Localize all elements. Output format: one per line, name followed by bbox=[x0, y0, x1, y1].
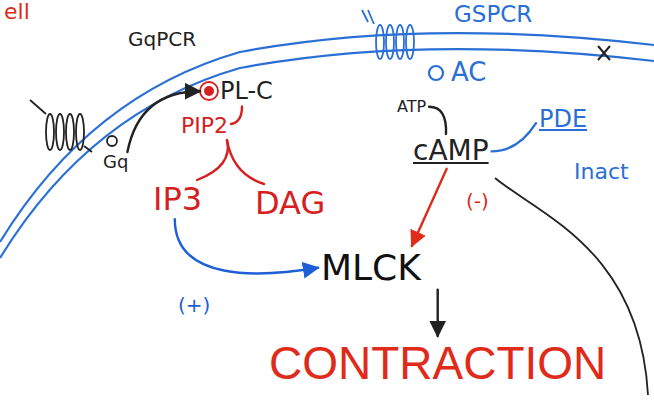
reaction-line bbox=[492, 123, 536, 151]
node-text: PIP2 bbox=[181, 114, 228, 138]
protein-label: Gq bbox=[100, 150, 131, 174]
signal-arrow bbox=[175, 219, 318, 273]
membrane-inner bbox=[0, 49, 654, 258]
reaction-line bbox=[231, 106, 242, 124]
lipid-label: PIP2 bbox=[178, 112, 231, 140]
enzyme-label: PL-C bbox=[200, 76, 276, 106]
messenger-label: IP3 bbox=[150, 180, 205, 219]
effect-sign: (-) bbox=[464, 190, 491, 212]
node-text: CONTRACTION bbox=[269, 338, 606, 389]
node-text: AC bbox=[451, 58, 486, 87]
node-text: PL-C bbox=[220, 78, 273, 104]
signal-arrow bbox=[412, 169, 447, 246]
node-text: Gq bbox=[103, 152, 128, 172]
node-text: PDE bbox=[539, 106, 587, 132]
gq-receptor-coil bbox=[30, 100, 92, 152]
state-label: Inact bbox=[572, 160, 631, 184]
messenger-label: DAG bbox=[252, 184, 328, 223]
reaction-line bbox=[197, 140, 228, 180]
node-text: ATP bbox=[397, 98, 426, 116]
node-text: IP3 bbox=[153, 182, 202, 217]
gs-receptor-coil bbox=[362, 10, 414, 59]
cross-mark bbox=[598, 46, 610, 60]
signal-arrow bbox=[437, 290, 439, 336]
plc-dot bbox=[204, 86, 214, 96]
g-protein bbox=[107, 136, 117, 146]
reaction-line bbox=[429, 107, 446, 134]
reaction-line bbox=[227, 140, 264, 184]
cut-title: ell bbox=[2, 0, 32, 24]
substrate-label: ATP bbox=[394, 96, 429, 118]
enzyme-label: AC bbox=[448, 56, 489, 89]
ac-enzyme bbox=[429, 66, 443, 80]
effect-sign: (+) bbox=[176, 294, 212, 316]
receptor-label: GqPCR bbox=[126, 28, 198, 50]
plc-ring bbox=[200, 82, 218, 100]
kinase-label: MLCK bbox=[318, 246, 424, 290]
messenger-label: cAMP bbox=[410, 134, 492, 169]
node-text: DAG bbox=[255, 186, 325, 221]
node-text: cAMP bbox=[413, 136, 489, 167]
membrane-outer bbox=[0, 33, 654, 242]
receptor-label: GSPCR bbox=[452, 2, 534, 27]
node-text: MLCK bbox=[321, 248, 421, 288]
enzyme-label: PDE bbox=[536, 104, 590, 134]
outcome-label: CONTRACTION bbox=[266, 336, 609, 391]
